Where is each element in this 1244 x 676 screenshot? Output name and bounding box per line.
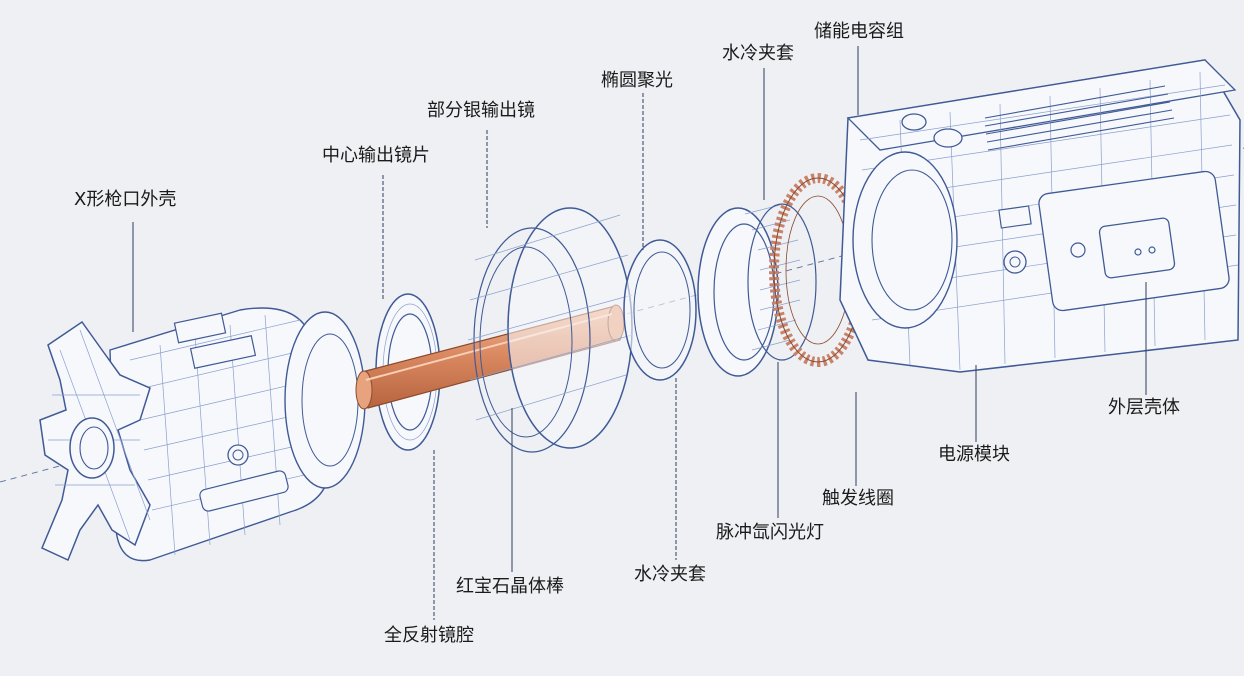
label-ruby-crystal-rod: 红宝石晶体棒 [456, 576, 564, 597]
partial-silver-output-mirror [467, 207, 633, 453]
power-module-casing [839, 59, 1241, 373]
label-water-jacket-top: 水冷夹套 [722, 43, 794, 64]
elliptical-focusing-disk [623, 239, 697, 381]
water-jacket-ring [697, 203, 817, 377]
x-gun-housing [39, 307, 366, 562]
label-trigger-coil: 触发线圈 [822, 488, 894, 509]
label-elliptical-focusing: 椭圆聚光 [601, 70, 673, 91]
label-power-module: 电源模块 [938, 444, 1010, 465]
label-pulse-xenon-flashlamp: 脉冲氙闪光灯 [716, 522, 824, 543]
label-x-gun-housing: X形枪口外壳 [74, 189, 177, 210]
label-energy-capacitor-bank: 储能电容组 [814, 21, 904, 42]
label-outer-casing: 外层壳体 [1108, 397, 1180, 418]
label-water-jacket-bottom: 水冷夹套 [634, 564, 706, 585]
leader-lines [132, 46, 1147, 620]
label-partial-silver-output-mirror: 部分银输出镜 [427, 100, 535, 121]
label-total-reflection-cavity: 全反射镜腔 [384, 625, 474, 646]
label-center-output-lens: 中心输出镜片 [322, 145, 430, 166]
